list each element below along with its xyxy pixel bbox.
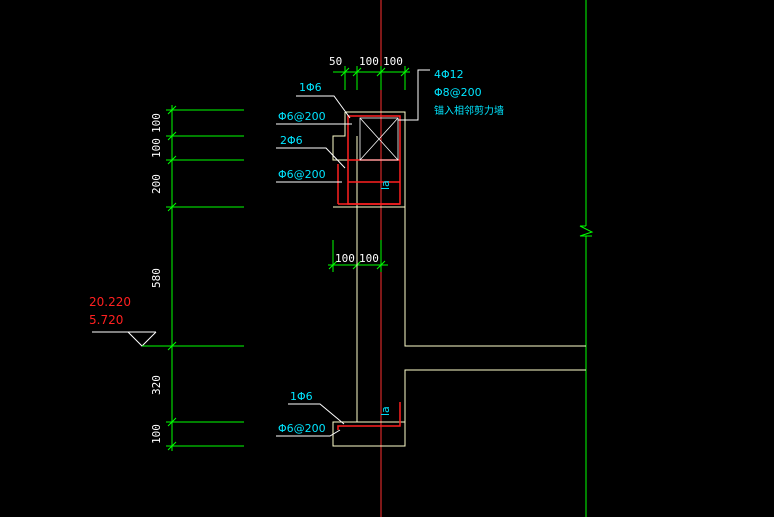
leader-bottom-left-2 <box>276 429 341 437</box>
right-wall-line <box>579 0 594 517</box>
top-dim-100-b: 100 <box>383 55 403 68</box>
left-dim-6: 100 <box>150 424 163 444</box>
left-dimension-extension-lines <box>166 105 244 451</box>
leader-top-left-1 <box>296 95 351 119</box>
mid-dim-100-b: 100 <box>359 252 379 265</box>
rebar-cross <box>359 117 399 161</box>
label-phi6-200-bottom: Φ6@200 <box>278 422 326 435</box>
rebar-bottom <box>337 402 401 430</box>
top-dimension-line <box>333 66 410 90</box>
label-1phi6-bottom: 1Φ6 <box>290 390 313 403</box>
label-2phi6: 2Φ6 <box>280 134 303 147</box>
top-dim-100-a: 100 <box>359 55 379 68</box>
left-dim-5: 320 <box>150 375 163 395</box>
label-1phi6-top: 1Φ6 <box>299 81 322 94</box>
label-phi8-200: Φ8@200 <box>434 86 482 99</box>
elevation-marker: 20.220 5.720 <box>89 295 244 347</box>
left-dim-1: 100 <box>150 113 163 133</box>
label-phi6-200-top: Φ6@200 <box>278 110 326 123</box>
label-anchor-wall: 锚入相邻剪力墙 <box>434 104 504 117</box>
leader-top-right <box>398 69 430 121</box>
top-dim-50: 50 <box>329 55 342 68</box>
elevation-bottom-label: 5.720 <box>89 313 123 327</box>
leader-bottom-left-1 <box>288 403 345 425</box>
label-phi6-200-mid: Φ6@200 <box>278 168 326 181</box>
elevation-top-label: 20.220 <box>89 295 131 309</box>
mid-dimension-line <box>328 240 388 272</box>
left-dim-2: 100 <box>150 138 163 158</box>
label-la-bottom: la <box>379 406 392 416</box>
left-dim-3: 200 <box>150 174 163 194</box>
label-la-top: la <box>379 180 392 190</box>
elevation-triangle-icon <box>127 331 157 347</box>
concrete-outline <box>332 111 586 447</box>
leader-mid-left-1 <box>276 147 346 169</box>
mid-dim-100-a: 100 <box>335 252 355 265</box>
label-4phi12: 4Φ12 <box>434 68 464 81</box>
break-line-icon <box>579 225 594 237</box>
left-dim-4: 580 <box>150 268 163 288</box>
